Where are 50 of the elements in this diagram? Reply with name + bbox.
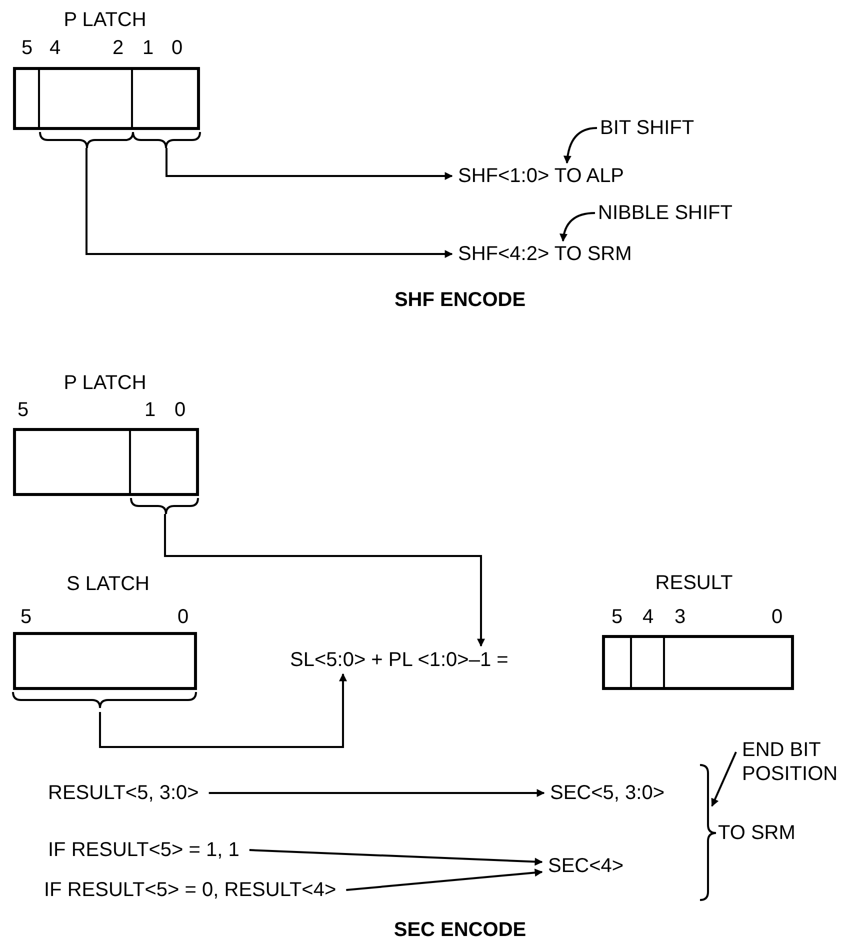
register-name: P LATCH: [64, 8, 146, 32]
signal-text: SEC<4>: [548, 854, 624, 878]
bit-number: 0: [174, 398, 186, 422]
bit-number: 2: [112, 36, 124, 60]
diagram-caption: SHF ENCODE: [393, 288, 527, 312]
bit-number: 5: [17, 398, 29, 422]
bit-field: [40, 67, 133, 130]
bit-number: 1: [144, 398, 156, 422]
register-name: P LATCH: [64, 371, 146, 395]
signal-text: RESULT<5, 3:0>: [48, 781, 199, 805]
bit-number: 4: [49, 36, 61, 60]
bit-field: [632, 635, 665, 690]
signal-text: BIT SHIFT: [600, 116, 694, 140]
bit-field: [665, 635, 794, 690]
register-name: RESULT: [655, 571, 733, 595]
leader-line: [560, 212, 596, 242]
signal-text: IF RESULT<5> = 1, 1: [48, 838, 240, 862]
bit-number: 3: [674, 605, 686, 629]
signal-text: END BIT POSITION: [742, 738, 854, 786]
bit-field: [13, 67, 40, 130]
bit-number: 1: [142, 36, 154, 60]
signal-text: SEC<5, 3:0>: [550, 781, 665, 805]
leader-line: [564, 127, 598, 164]
signal-text: SL<5:0> + PL <1:0>–1 =: [290, 648, 508, 672]
arrow: [166, 148, 453, 180]
bit-number: 0: [771, 605, 783, 629]
bit-number: 0: [171, 36, 183, 60]
bit-field: [602, 635, 632, 690]
signal-text: NIBBLE SHIFT: [598, 201, 732, 225]
arrow: [99, 673, 347, 748]
bit-field: [13, 428, 131, 496]
signal-text: SHF<4:2> TO SRM: [458, 242, 632, 266]
bit-field: [133, 67, 200, 130]
bit-number: 5: [611, 605, 623, 629]
bit-field: [131, 428, 199, 496]
output-label: TO SRM: [718, 821, 796, 845]
bit-number: 0: [177, 605, 189, 629]
bit-number: 5: [20, 605, 32, 629]
diagram-caption: SEC ENCODE: [392, 918, 528, 942]
signal-text: IF RESULT<5> = 0, RESULT<4>: [44, 878, 336, 902]
arrow: [346, 868, 543, 891]
signal-text: SHF<1:0> TO ALP: [458, 164, 624, 188]
register-name: S LATCH: [66, 572, 150, 596]
bit-number: 5: [21, 36, 33, 60]
bit-number: 4: [642, 605, 654, 629]
arrow: [164, 514, 485, 647]
arrow: [86, 148, 453, 258]
leader-line: [711, 752, 737, 807]
arrow: [208, 789, 545, 797]
arrow: [249, 849, 543, 866]
